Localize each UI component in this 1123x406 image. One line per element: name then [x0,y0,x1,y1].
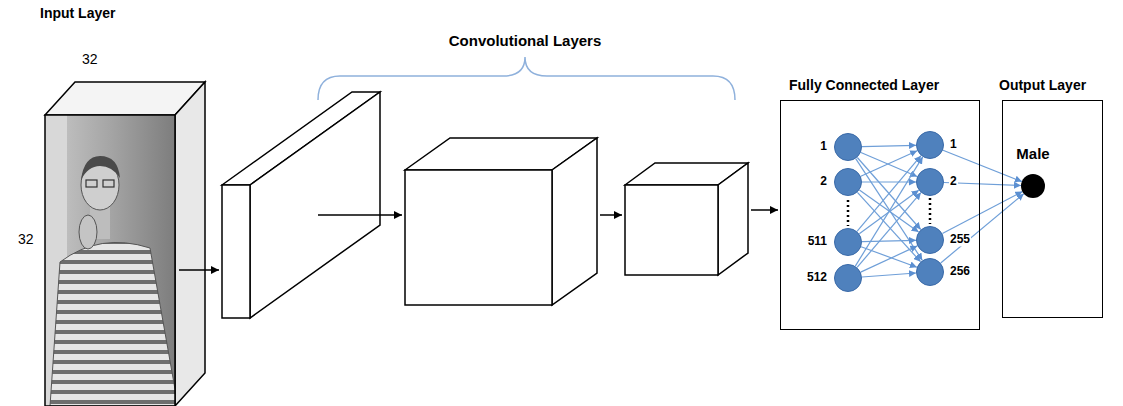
weight-connection [862,273,916,277]
dimension-label: 32 [82,52,98,67]
neuron-number: 512 [806,271,828,284]
neuron-number: 511 [807,235,828,248]
weight-connection [857,193,921,268]
neuron-number: 2 [819,175,828,188]
neuron-number: 255 [949,233,971,246]
weight-connection [861,246,918,272]
weight-connection [857,192,920,261]
layer-box: Output LayerMale [1002,100,1103,318]
neuron-circle: 1 [916,131,944,159]
weight-connection [941,194,1024,263]
weight-connection [857,156,921,232]
layer-title: Input Layer [40,6,115,21]
neuron-circle: 2 [834,168,862,196]
neuron-circle: 256 [916,258,944,286]
layer-heading: Fully Connected Layer [789,78,939,93]
weight-connection [861,151,917,176]
weight-connection [855,157,922,266]
neuron-number: 1 [949,138,958,151]
conv-block [405,138,597,305]
conv-block [625,163,748,275]
neuron-number: 1 [819,140,828,153]
neuron-number: 2 [949,175,958,188]
weight-connection [862,145,916,146]
group-bracket [318,57,735,100]
ellipsis-dots [929,198,932,224]
input-slab [45,82,205,406]
flow-arrow [179,269,219,271]
neuron-circle: 255 [916,226,944,254]
weight-connection [942,192,1022,234]
flow-arrow [600,214,622,216]
neuron-circle: 1 [834,133,862,161]
neuron-number: 256 [949,265,971,278]
group-title: Convolutional Layers [449,33,602,50]
layer-box: Fully Connected Layer1251151212255256 [780,100,980,330]
flow-arrow [751,209,778,211]
output-neuron: Male [1021,174,1045,198]
neuron-circle: 512 [834,264,862,292]
conv-block [222,92,380,318]
neuron-circle: 511 [834,228,862,256]
ellipsis-dots [847,200,850,226]
dimension-label: 32 [18,232,34,247]
layer-heading: Output Layer [999,78,1086,93]
class-label: Male [1016,146,1049,163]
neuron-circle: 2 [916,168,944,196]
flow-arrow [318,214,402,216]
